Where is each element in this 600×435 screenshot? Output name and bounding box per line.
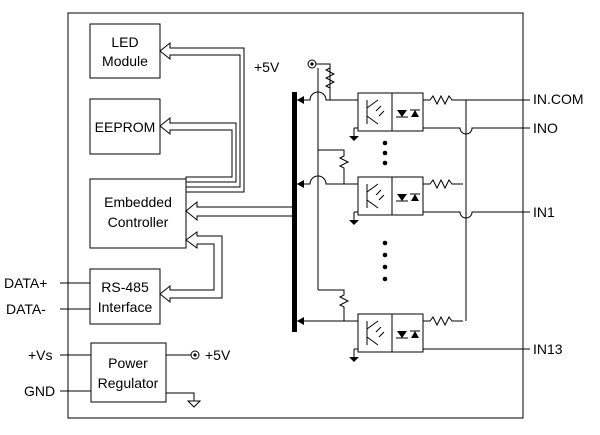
terminal-in13: IN13: [533, 341, 563, 357]
data-plus-label: DATA+: [4, 275, 47, 291]
input-bus-bar: [292, 92, 297, 332]
rs485-label-2: Interface: [98, 299, 153, 315]
channel-in0: [297, 91, 530, 141]
eeprom-block: EEPROM: [89, 98, 161, 155]
vcc-out-label: +5V: [205, 347, 231, 363]
vcc-top-terminal: [307, 59, 317, 69]
power-label-2: Regulator: [98, 375, 159, 391]
module-border: [67, 12, 524, 419]
input-bus-arrow: [185, 200, 296, 222]
rs485-interface-block: RS-485 Interface: [89, 268, 161, 325]
terminal-in1: IN1: [533, 204, 555, 220]
channel-in13: [297, 313, 530, 362]
vcc-out-terminal: [190, 350, 200, 360]
controller-label-2: Controller: [108, 214, 169, 230]
pullup-resistor-mid: [318, 149, 350, 184]
rs485-label-1: RS-485: [101, 279, 149, 295]
vs-label: +Vs: [28, 347, 53, 363]
controller-rs485-bus: [159, 231, 223, 304]
opto-isolator-0: [357, 92, 424, 132]
led-eeprom-bus: [159, 41, 245, 193]
led-module-block: LED Module: [89, 23, 161, 79]
ground-icon: [166, 392, 202, 408]
gnd-label: GND: [24, 383, 55, 399]
channel-in1: [297, 175, 530, 225]
vertical-dots-icon: [382, 140, 388, 282]
eeprom-label: EEPROM: [95, 119, 156, 135]
controller-label-1: Embedded: [104, 194, 172, 210]
data-minus-label: DATA-: [6, 301, 46, 317]
power-regulator-block: Power Regulator: [90, 342, 167, 403]
terminal-in0: INO: [533, 120, 558, 136]
led-module-label-2: Module: [102, 53, 148, 69]
opto-isolator-1: [357, 176, 424, 216]
power-label-1: Power: [108, 355, 148, 371]
pullup-resistor-bottom: [318, 289, 350, 321]
led-module-label-1: LED: [111, 34, 138, 50]
embedded-controller-block: Embedded Controller: [89, 178, 187, 249]
vcc-top-label: +5V: [254, 59, 280, 75]
terminal-in-com: IN.COM: [533, 91, 584, 107]
opto-isolator-13: [357, 313, 424, 353]
pullup-resistor-top: [324, 67, 336, 89]
